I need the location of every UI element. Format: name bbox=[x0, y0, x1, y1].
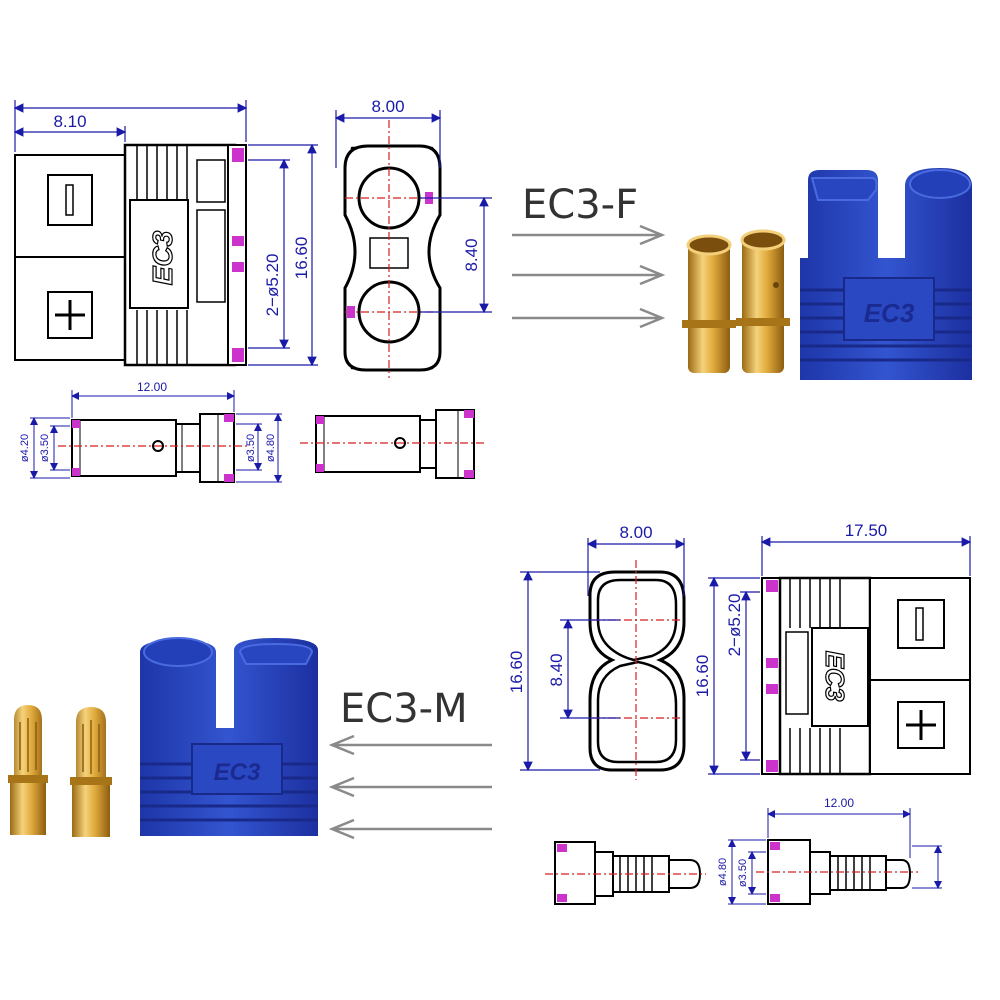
ec3f-pin-outer-left-label: ø4.20 bbox=[19, 434, 31, 462]
ec3m-pin-outer-label: ø4.80 bbox=[717, 858, 729, 886]
ec3f-pin-dimensions bbox=[30, 390, 282, 483]
ec3f-front-dimensions bbox=[334, 110, 492, 314]
ec3f-side-view: EC3 bbox=[14, 143, 247, 367]
ec3m-side-holes-label: 2−ø5.20 bbox=[725, 594, 744, 657]
ec3f-pin-side-view bbox=[58, 413, 250, 483]
ec3f-side-holes-label: 2−ø5.20 bbox=[263, 254, 282, 317]
ec3f-female-pins-photo bbox=[682, 229, 790, 373]
ec3f-pin-outer-right-label: ø4.80 bbox=[265, 434, 277, 462]
ec3m-front-pitch-label: 8.40 bbox=[547, 653, 566, 686]
ec3f-pin-length-label: 12.00 bbox=[137, 380, 167, 394]
ec3m-pin-dimensions bbox=[728, 808, 942, 905]
ec3f-side-logo: EC3 bbox=[147, 230, 178, 285]
ec3f-pin-inner-left-label: ø3.50 bbox=[39, 434, 51, 462]
ec3f-side-height-label: 16.60 bbox=[292, 237, 311, 280]
ec3m-front-view bbox=[588, 560, 686, 780]
ec3f-housing-photo: EC3 bbox=[800, 168, 972, 380]
ec3m-pin-length-label: 12.00 bbox=[824, 796, 854, 810]
ec3m-side-height-label: 16.60 bbox=[693, 655, 712, 698]
ec3f-pin-section-view bbox=[300, 409, 485, 479]
ec3m-front-width-label: 8.00 bbox=[619, 523, 652, 542]
ec3m-side-view: EC3 bbox=[761, 576, 971, 776]
ec3m-front-dimensions bbox=[520, 538, 686, 772]
ec3f-photo-logo: EC3 bbox=[864, 298, 915, 328]
ec3m-male-pins-photo bbox=[8, 705, 112, 837]
ec3f-pin-inner-right-label: ø3.50 bbox=[245, 434, 257, 462]
ec3m-pin-section-view bbox=[545, 841, 706, 905]
ec3m-label: EC3-M bbox=[340, 686, 468, 732]
ec3m-side-logo: EC3 bbox=[820, 651, 850, 702]
ec3m-photo-logo: EC3 bbox=[214, 759, 261, 786]
ec3f-side-width-label: 8.10 bbox=[53, 112, 86, 131]
ec3m-front-height-label: 16.60 bbox=[507, 651, 526, 694]
ec3f-front-pitch-label: 8.40 bbox=[462, 238, 481, 271]
ec3f-side-dimensions bbox=[13, 100, 318, 367]
ec3m-housing-photo: EC3 bbox=[140, 637, 318, 836]
ec3f-front-width-label: 8.00 bbox=[371, 97, 404, 116]
ec3f-front-view bbox=[343, 120, 442, 378]
ec3m-pin-side-view bbox=[756, 839, 918, 905]
ec3m-side-width-label: 17.50 bbox=[845, 521, 888, 540]
ec3f-label: EC3-F bbox=[522, 182, 638, 228]
ec3f-arrows bbox=[512, 224, 666, 329]
ec3m-pin-inner-label: ø3.50 bbox=[737, 859, 749, 887]
ec3m-arrows bbox=[328, 734, 492, 840]
ec3m-side-dimensions bbox=[708, 536, 972, 776]
